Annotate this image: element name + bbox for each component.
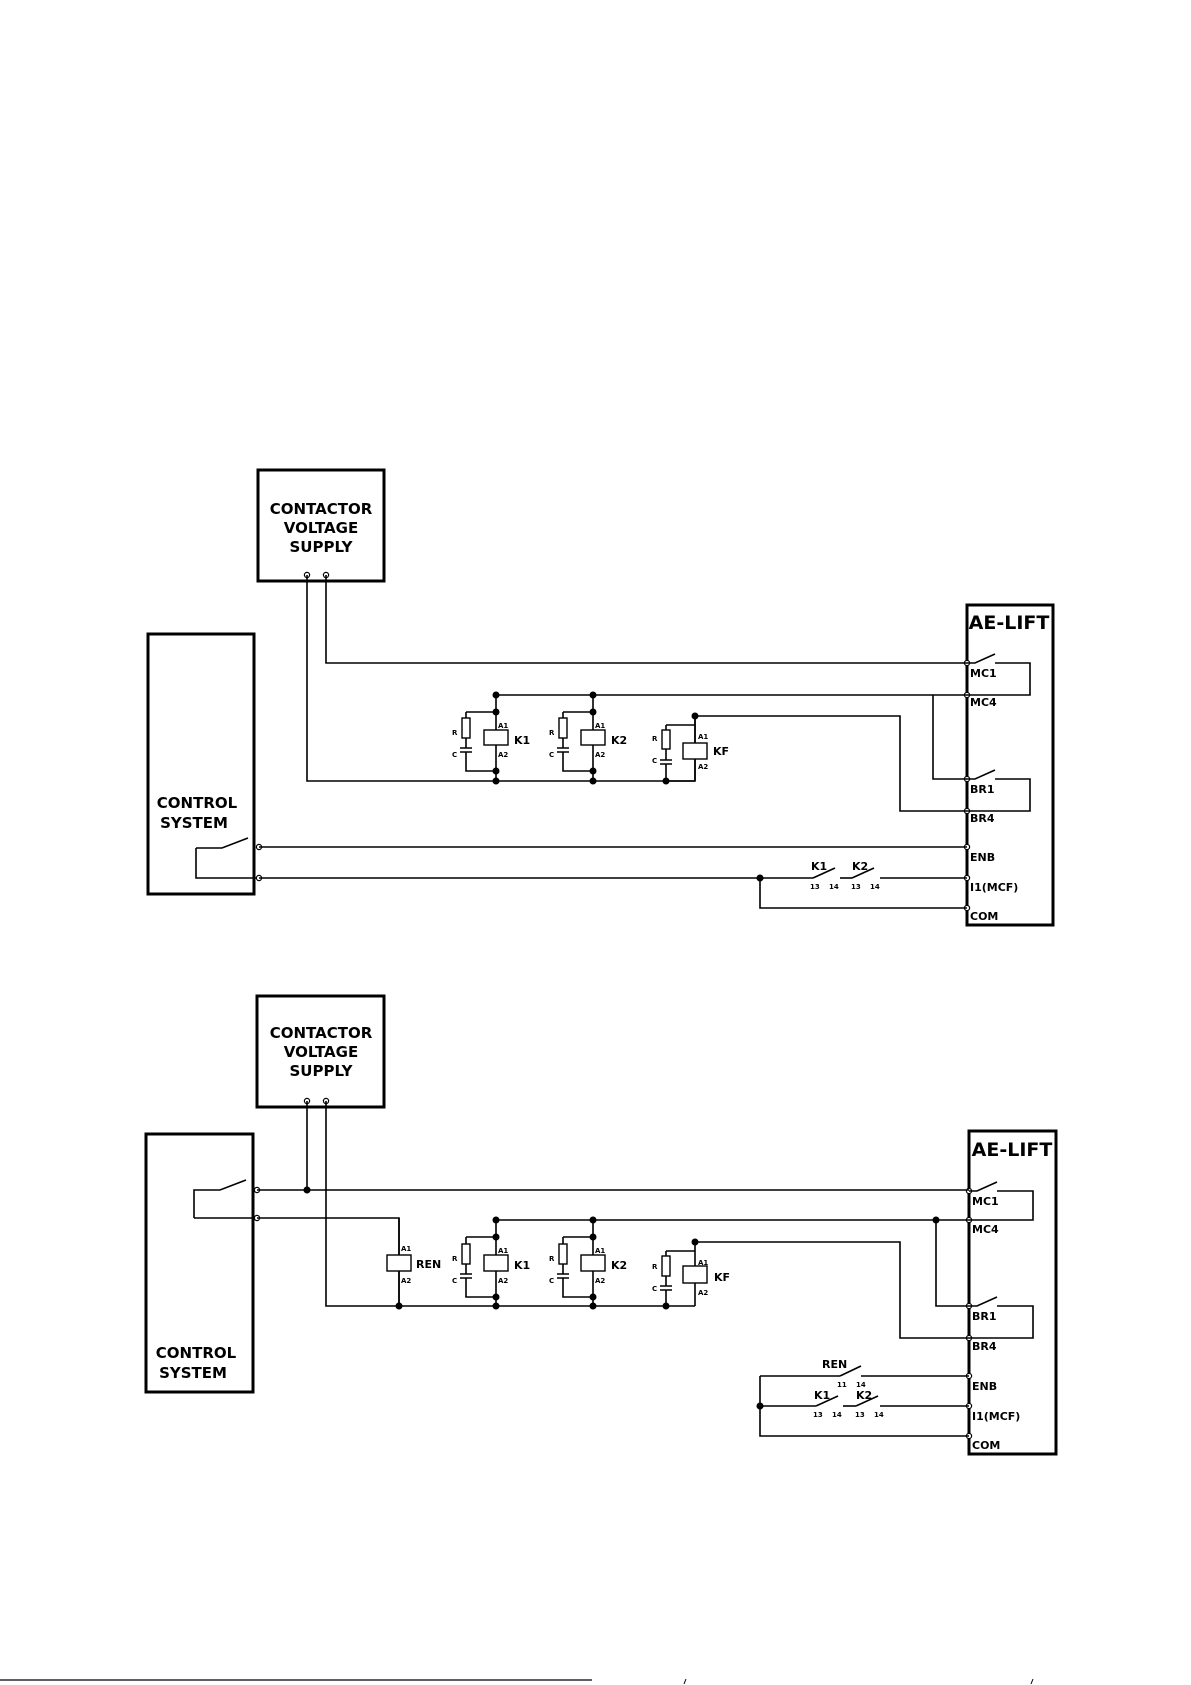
- terminal-mc1: MC1: [972, 1195, 999, 1208]
- terminal-i1-mcf: I1(MCF): [970, 881, 1018, 894]
- terminal-mc4: MC4: [970, 696, 997, 709]
- k1-r-label: R: [452, 729, 458, 737]
- k2-a1-label: A1: [595, 1247, 605, 1255]
- contact-k2-pin-b: 14: [874, 1411, 884, 1419]
- control-label-line-1: CONTROL: [156, 1344, 237, 1362]
- supply-label-line-2: VOLTAGE: [284, 1043, 358, 1061]
- terminal-mc4: MC4: [972, 1223, 999, 1236]
- terminal-br4: BR4: [972, 1340, 997, 1353]
- diagram-1: CONTACTOR VOLTAGE SUPPLY CONTROL SYSTEM …: [148, 470, 1053, 925]
- terminal-i1-mcf: I1(MCF): [972, 1410, 1020, 1423]
- coil-k2: R C A1 A2 K2: [549, 692, 627, 785]
- k2-r-label: R: [549, 729, 555, 737]
- ren-a1-label: A1: [401, 1245, 411, 1253]
- kf-c-label: C: [652, 757, 657, 765]
- contact-k2-pin-b: 14: [870, 883, 880, 891]
- ae-lift-box: AE-LIFT MC1 MC4 BR1 BR4 ENB I1(MCF) COM: [964, 605, 1053, 925]
- contact-k1-pin-b: 14: [829, 883, 839, 891]
- contact-k1-label: K1: [814, 1389, 830, 1402]
- k1-a1-label: A1: [498, 722, 508, 730]
- coil-k1: R C A1 A2 K1: [452, 1217, 530, 1310]
- coil-k1: R C A1 A2 K1: [452, 692, 530, 785]
- k2-a2-label: A2: [595, 751, 605, 759]
- k2-c-label: C: [549, 1277, 554, 1285]
- k1-coil-label: K1: [514, 1259, 530, 1272]
- contactor-voltage-supply-box: CONTACTOR VOLTAGE SUPPLY: [258, 470, 384, 581]
- k1-coil-label: K1: [514, 734, 530, 747]
- kf-c-label: C: [652, 1285, 657, 1293]
- k1-a2-label: A2: [498, 1277, 508, 1285]
- relay-ren: A1 A2 REN: [387, 1218, 441, 1310]
- contact-k1-pin-a: 13: [813, 1411, 823, 1419]
- contact-ren: REN 11 14: [822, 1358, 866, 1389]
- control-label-line-2: SYSTEM: [160, 814, 228, 832]
- kf-coil-label: KF: [713, 745, 729, 758]
- k1-a2-label: A2: [498, 751, 508, 759]
- contact-k2-pin-a: 13: [855, 1411, 865, 1419]
- terminal-com: COM: [970, 910, 998, 923]
- terminal-br1: BR1: [970, 783, 995, 796]
- contact-k1-pin-a: 13: [810, 883, 820, 891]
- kf-a2-label: A2: [698, 1289, 708, 1297]
- kf-a1-label: A1: [698, 1259, 708, 1267]
- k2-c-label: C: [549, 751, 554, 759]
- ae-lift-box: AE-LIFT MC1 MC4 BR1 BR4 ENB I1(MCF) COM: [966, 1131, 1056, 1454]
- supply-label-line-3: SUPPLY: [289, 538, 353, 556]
- kf-coil-label: KF: [714, 1271, 730, 1284]
- supply-label-line-1: CONTACTOR: [270, 500, 373, 518]
- control-label-line-1: CONTROL: [157, 794, 238, 812]
- terminal-enb: ENB: [970, 851, 995, 864]
- contactor-voltage-supply-box: CONTACTOR VOLTAGE SUPPLY: [257, 996, 384, 1107]
- control-system-box: CONTROL SYSTEM: [148, 634, 262, 894]
- k1-c-label: C: [452, 1277, 457, 1285]
- k1-a1-label: A1: [498, 1247, 508, 1255]
- kf-r-label: R: [652, 735, 658, 743]
- k2-coil-label: K2: [611, 1259, 627, 1272]
- ae-lift-title: AE-LIFT: [972, 1139, 1053, 1161]
- ren-coil-label: REN: [416, 1258, 441, 1271]
- k1-r-label: R: [452, 1255, 458, 1263]
- coil-kf: R C A1 A2 KF: [652, 713, 729, 785]
- terminal-br4: BR4: [970, 812, 995, 825]
- contact-k1-label: K1: [811, 860, 827, 873]
- terminal-mc1: MC1: [970, 667, 997, 680]
- k2-r-label: R: [549, 1255, 555, 1263]
- terminal-br1: BR1: [972, 1310, 997, 1323]
- terminal-enb: ENB: [972, 1380, 997, 1393]
- contact-ren-pin-b: 14: [856, 1381, 866, 1389]
- kf-a2-label: A2: [698, 763, 708, 771]
- supply-label-line-1: CONTACTOR: [270, 1024, 373, 1042]
- page-footer-rule: [0, 1679, 1033, 1684]
- contact-k2-label: K2: [852, 860, 868, 873]
- k1-c-label: C: [452, 751, 457, 759]
- contact-k2-label: K2: [856, 1389, 872, 1402]
- contact-k2-pin-a: 13: [851, 883, 861, 891]
- k2-a2-label: A2: [595, 1277, 605, 1285]
- coil-k2: R C A1 A2 K2: [549, 1217, 627, 1310]
- contacts-k1-k2: K1 K2 13 14 13 14: [810, 860, 880, 891]
- ren-a2-label: A2: [401, 1277, 411, 1285]
- control-label-line-2: SYSTEM: [159, 1364, 227, 1382]
- contact-ren-label: REN: [822, 1358, 847, 1371]
- ae-lift-title: AE-LIFT: [969, 612, 1050, 634]
- control-system-box: CONTROL SYSTEM: [146, 1134, 260, 1392]
- coil-kf: R C A1 A2 KF: [652, 1239, 730, 1310]
- kf-r-label: R: [652, 1263, 658, 1271]
- supply-label-line-2: VOLTAGE: [284, 519, 358, 537]
- contact-k1-pin-b: 14: [832, 1411, 842, 1419]
- kf-a1-label: A1: [698, 733, 708, 741]
- diagram-2: CONTACTOR VOLTAGE SUPPLY CONTROL SYSTEM …: [146, 996, 1056, 1454]
- contact-ren-pin-a: 11: [837, 1381, 847, 1389]
- terminal-com: COM: [972, 1439, 1000, 1452]
- contacts-k1-k2: K1 K2 13 14 13 14: [813, 1389, 884, 1419]
- k2-a1-label: A1: [595, 722, 605, 730]
- k2-coil-label: K2: [611, 734, 627, 747]
- supply-label-line-3: SUPPLY: [289, 1062, 353, 1080]
